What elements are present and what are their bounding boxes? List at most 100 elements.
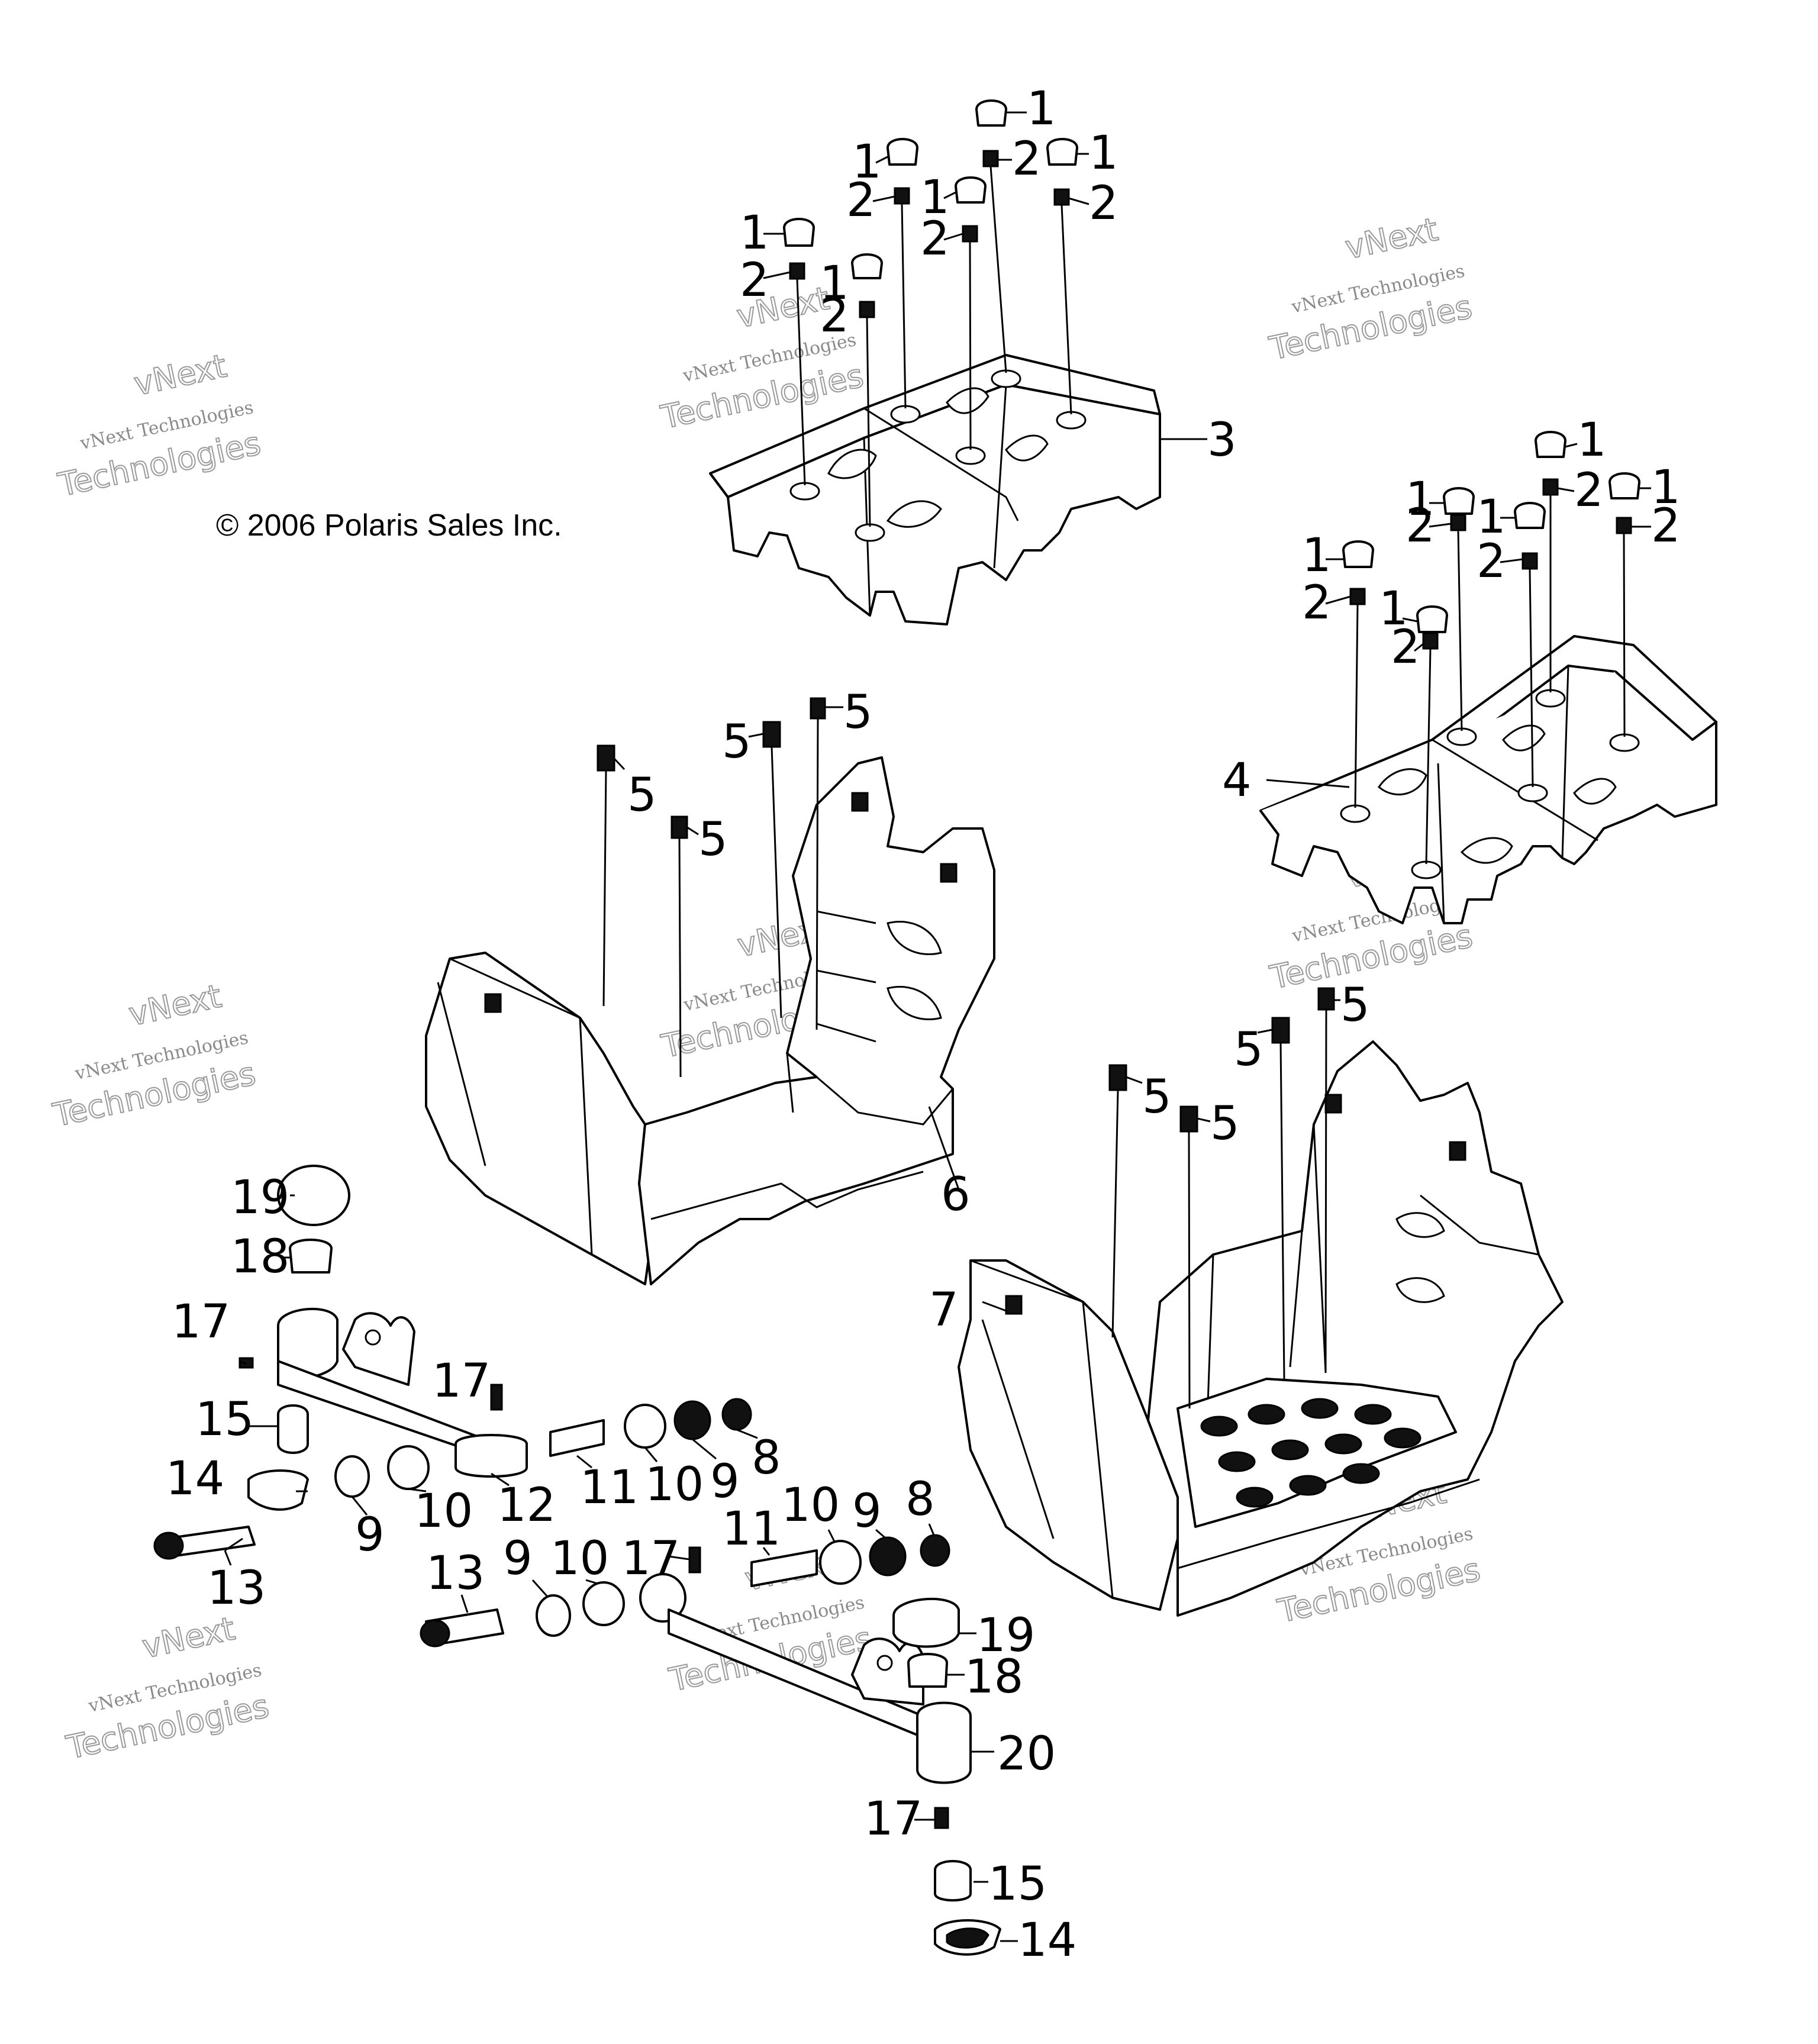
part-17-pin (934, 1807, 949, 1829)
callout-15: 15 (195, 1393, 254, 1446)
part-15-bushing (934, 1860, 972, 1902)
callout-2: 2 (740, 254, 769, 307)
callout-17: 17 (864, 1792, 923, 1846)
callout-13: 13 (426, 1547, 485, 1600)
callout-5: 5 (843, 686, 873, 739)
callout-5: 5 (1210, 1097, 1240, 1150)
fastener-stack (1535, 431, 1566, 692)
part-9-washer (673, 1400, 711, 1440)
callout-1: 1 (1302, 529, 1332, 582)
part-9-washer (869, 1536, 907, 1576)
watermark-top-left: vNext vNext Technologies Technologies (54, 346, 265, 504)
callout-2: 2 (1651, 499, 1681, 553)
callout-20: 20 (997, 1727, 1056, 1781)
part-16-pivot-boss (639, 1573, 686, 1623)
callout-1: 1 (1379, 582, 1408, 636)
fastener-stack (955, 176, 987, 450)
callout-1: 1 (1651, 461, 1681, 514)
bolt-5 (597, 744, 615, 1007)
fastener-stack (783, 218, 815, 486)
leader-lines (224, 438, 1350, 1942)
callout-2: 2 (1391, 621, 1420, 674)
part-17-pin (490, 1384, 503, 1411)
callout-7: 7 (929, 1284, 959, 1337)
pivot-arm-lower (420, 1534, 1001, 1956)
callout-10: 10 (645, 1458, 704, 1511)
part-18-bushing (907, 1653, 948, 1688)
callout-17: 17 (621, 1532, 680, 1585)
part-7-footwell (958, 1040, 1564, 1617)
callout-8: 8 (905, 1473, 935, 1526)
callout-19: 19 (976, 1609, 1035, 1662)
part-20-pivot-housing (916, 1701, 972, 1784)
part-10-bushing (624, 1404, 666, 1449)
callout-18: 18 (231, 1230, 289, 1284)
fastener-stack (887, 138, 918, 409)
part-4-fasteners (1342, 431, 1640, 865)
svg-text:vNext: vNext (1342, 211, 1441, 266)
copyright-notice: © 2006 Polaris Sales Inc. (216, 508, 562, 543)
callout-9: 9 (355, 1508, 385, 1562)
callout-14: 14 (166, 1452, 224, 1505)
bolt-5 (1179, 1105, 1198, 1409)
bolt-5 (671, 815, 688, 1078)
part-17-pin (238, 1357, 254, 1369)
fastener-stack (851, 253, 883, 527)
svg-text:vNext: vNext (139, 1610, 238, 1665)
callout-5: 5 (722, 715, 752, 769)
callout-9: 9 (710, 1455, 740, 1508)
fastener-stack (1046, 138, 1078, 415)
part-14-washer (247, 1469, 309, 1511)
callout-3: 3 (1207, 414, 1237, 467)
callout-9: 9 (503, 1532, 533, 1585)
part-9-washer (536, 1594, 571, 1637)
callout-13: 13 (207, 1562, 266, 1615)
callout-5: 5 (698, 813, 728, 866)
callout-19: 19 (231, 1171, 289, 1224)
callout-10: 10 (550, 1532, 609, 1585)
callout-1: 1 (1027, 82, 1056, 136)
bolt-5 (1317, 987, 1335, 1374)
fastener-stack (1609, 472, 1640, 737)
callout-14: 14 (1018, 1914, 1076, 1967)
fastener-stack (1443, 487, 1475, 731)
fastener-stack (1416, 605, 1448, 865)
bolt-5 (1108, 1064, 1127, 1338)
callout-5: 5 (1340, 979, 1370, 1032)
part-9-washer (334, 1455, 370, 1498)
watermark-top-right: vNext vNext Technologies Technologies (1265, 210, 1475, 368)
part-8-nut (920, 1534, 950, 1567)
callout-1: 1 (1577, 414, 1607, 467)
mounting-tab (342, 1312, 415, 1386)
callout-4: 4 (1222, 754, 1252, 807)
callout-8: 8 (752, 1432, 781, 1485)
fastener-stack (1342, 540, 1374, 808)
part-7-fasteners (1108, 987, 1335, 1409)
callout-2: 2 (846, 174, 876, 227)
part-19-cap (892, 1597, 960, 1648)
callout-5: 5 (1234, 1023, 1263, 1076)
bolt-5 (1271, 1017, 1290, 1379)
callout-9: 9 (852, 1485, 882, 1538)
part-4-rack-bracket (1259, 635, 1717, 924)
callout-5: 5 (627, 769, 657, 822)
callout-10: 10 (414, 1485, 473, 1538)
bolt-5 (810, 697, 826, 1030)
part-10-bushing (582, 1581, 625, 1626)
callout-2: 2 (820, 289, 849, 343)
callouts: 1 2 1 2 1 2 1 2 1 2 1 2 3 1 2 1 2 1 2 (166, 82, 1681, 1967)
part-6-fasteners (597, 697, 826, 1078)
part-11-spacer (750, 1549, 818, 1587)
callout-5: 5 (1142, 1071, 1172, 1124)
watermark-mid-left: vNext vNext Technologies Technologies (49, 977, 259, 1135)
callout-18: 18 (965, 1650, 1023, 1704)
part-10-bushing (387, 1445, 430, 1490)
callout-1: 1 (1406, 473, 1435, 526)
part-15-bushing (277, 1404, 309, 1454)
part-11-spacer (549, 1419, 605, 1457)
part-3-fasteners (783, 99, 1078, 527)
callout-15: 15 (988, 1858, 1047, 1911)
callout-1: 1 (820, 257, 849, 310)
part-18-bushing (289, 1239, 333, 1274)
